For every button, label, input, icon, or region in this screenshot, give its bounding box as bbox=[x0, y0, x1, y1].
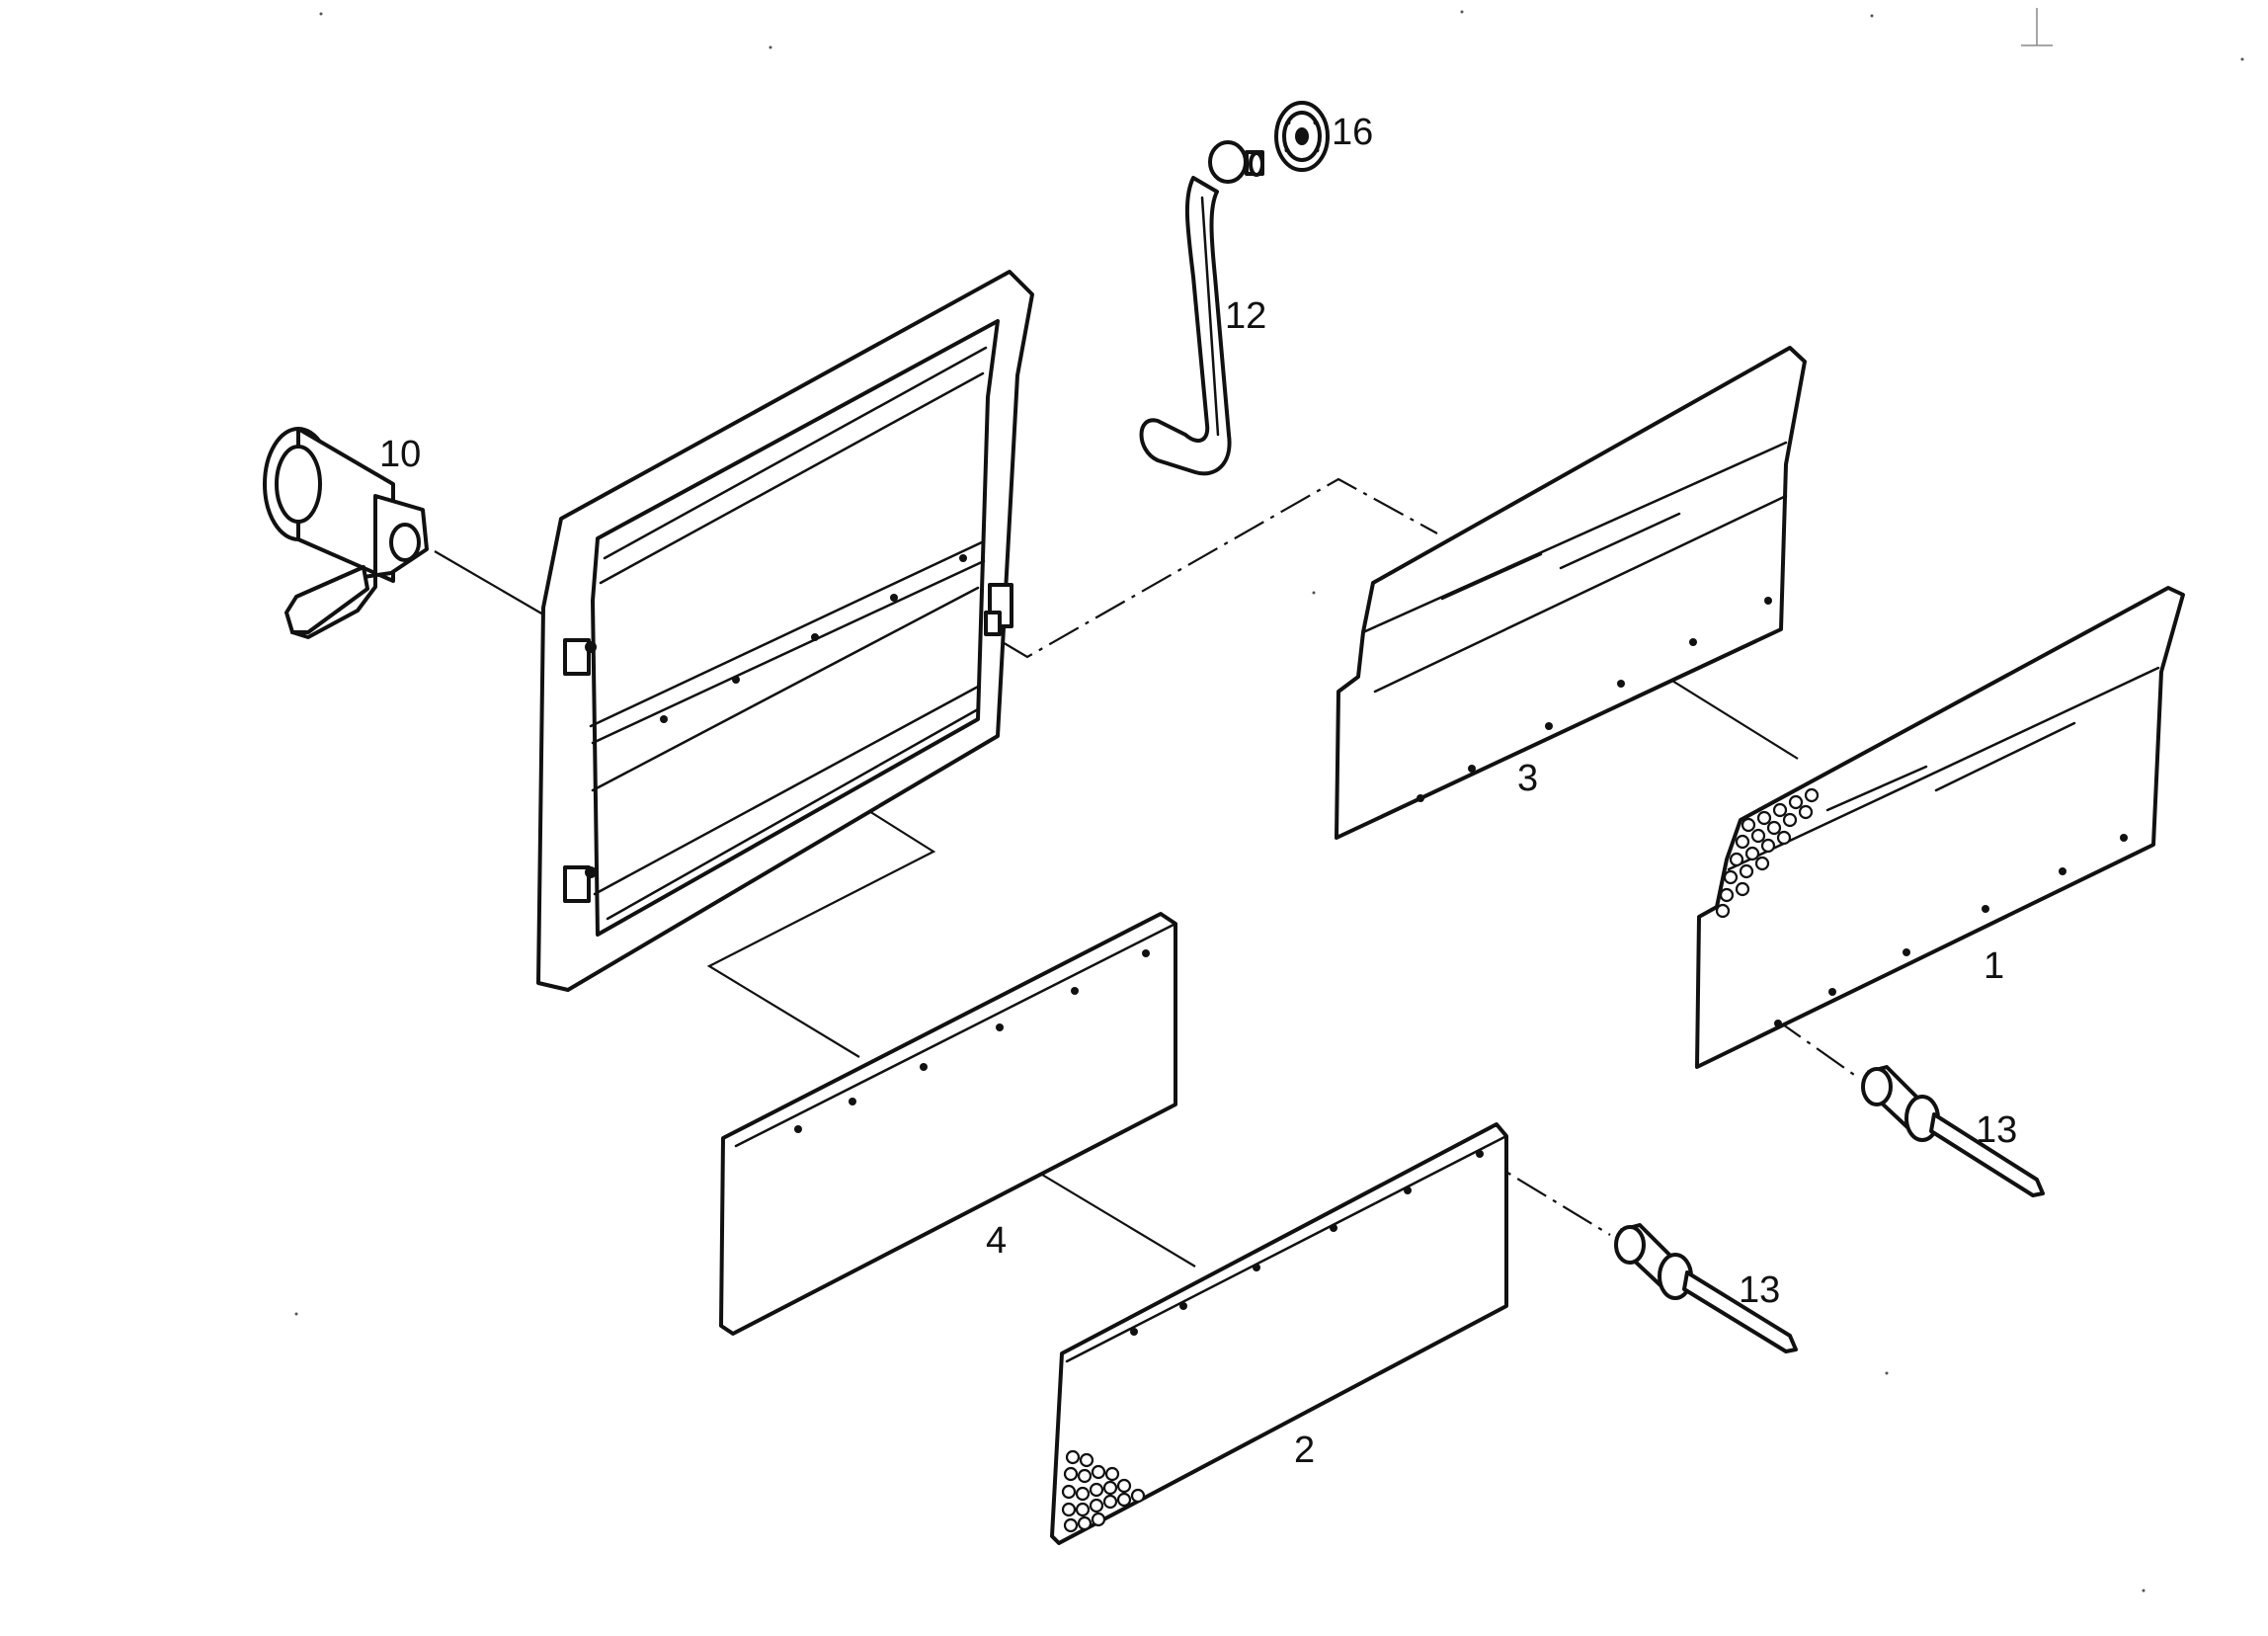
callout-labels: 16 12 10 3 1 13 4 13 2 bbox=[379, 112, 2017, 1471]
part-12-handle-rod bbox=[1139, 140, 1264, 476]
part-1-panel bbox=[1695, 586, 2185, 1069]
callout-3: 3 bbox=[1517, 758, 1538, 799]
scan-specks bbox=[294, 8, 2244, 1593]
part-13-pin-lower bbox=[1614, 1223, 1798, 1353]
perforation-pattern bbox=[1061, 1449, 1146, 1533]
callout-13-lower: 13 bbox=[1739, 1269, 1780, 1311]
callout-1: 1 bbox=[1984, 945, 2004, 987]
part-4-panel bbox=[719, 912, 1177, 1336]
callout-12: 12 bbox=[1225, 295, 1266, 337]
part-2-panel bbox=[1050, 1122, 1508, 1545]
callout-10: 10 bbox=[379, 434, 421, 475]
callout-2: 2 bbox=[1294, 1430, 1315, 1471]
perforation-pattern bbox=[1715, 787, 1820, 919]
door-frame bbox=[536, 270, 1034, 992]
part-16-washer bbox=[1274, 101, 1330, 172]
part-3-panel bbox=[1335, 346, 1807, 840]
part-13-pin-upper bbox=[1861, 1065, 2045, 1197]
callout-13-upper: 13 bbox=[1976, 1109, 2017, 1151]
callout-4: 4 bbox=[986, 1220, 1007, 1262]
callout-16: 16 bbox=[1332, 112, 1373, 153]
part-10-latch bbox=[263, 427, 429, 639]
